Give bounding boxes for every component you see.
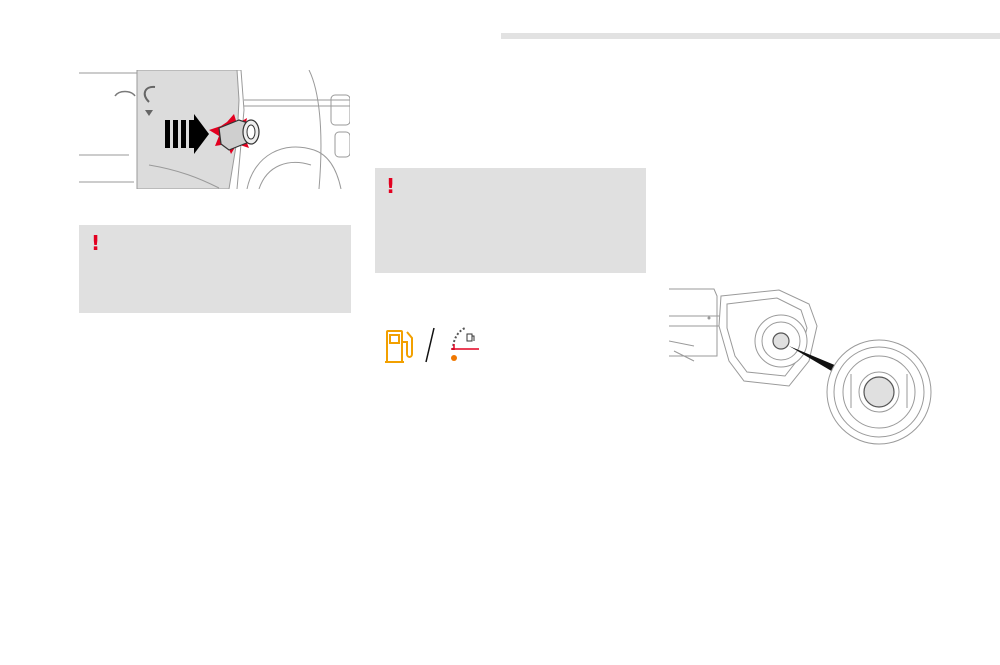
separator-slash — [425, 327, 435, 363]
fuel-pump-warning-icon — [385, 330, 413, 363]
fuel-cap-illustration — [669, 286, 933, 446]
warning-box-2: ! — [375, 168, 646, 273]
fuel-flap-illustration — [79, 70, 350, 189]
header-bar — [501, 33, 1000, 39]
fuel-indicator-icons — [383, 322, 483, 366]
warning-exclamation-icon: ! — [386, 174, 396, 198]
fuel-gauge-reserve-icon — [451, 327, 479, 361]
warning-box-1: ! — [79, 225, 351, 313]
warning-exclamation-icon: ! — [91, 231, 101, 255]
